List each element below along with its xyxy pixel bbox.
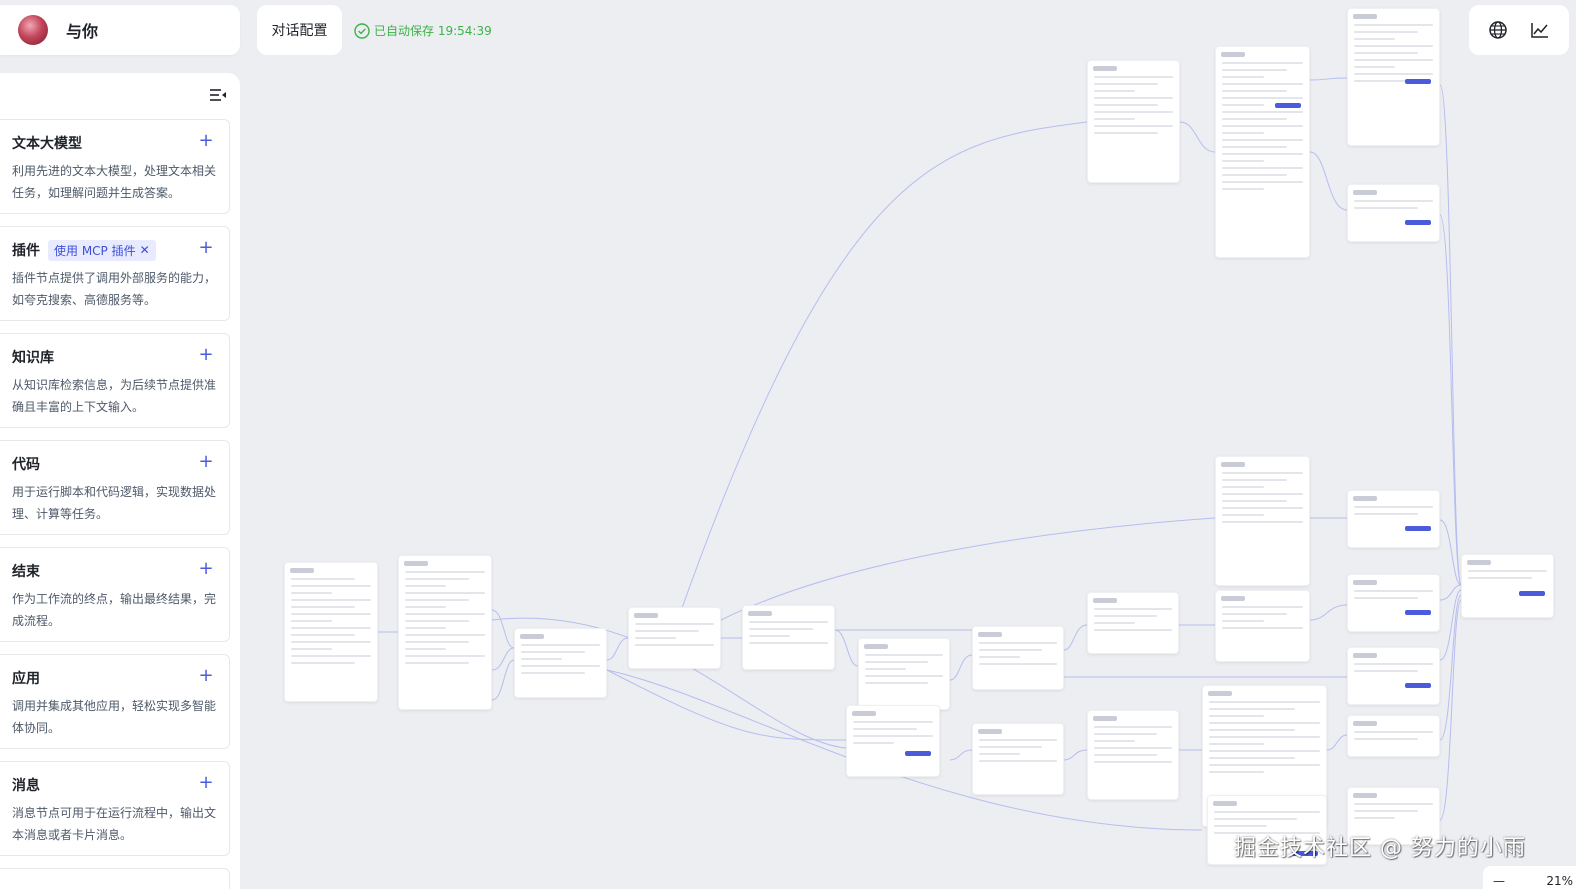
save-status: 已自动保存 19:54:39 bbox=[354, 22, 492, 39]
app-header: 与你 bbox=[0, 5, 240, 55]
watermark: 掘金技术社区 @ 努力的小雨 bbox=[1234, 836, 1526, 861]
zoom-level[interactable]: 21% bbox=[1546, 874, 1573, 888]
workflow-node-start[interactable] bbox=[284, 562, 378, 702]
add-icon[interactable]: + bbox=[198, 558, 214, 579]
workflow-node-message-4[interactable] bbox=[1347, 184, 1440, 242]
workflow-node-agent[interactable] bbox=[1215, 46, 1310, 258]
chart-icon[interactable] bbox=[1529, 19, 1551, 41]
workflow-node-llm-4[interactable] bbox=[1087, 60, 1180, 183]
app-avatar[interactable] bbox=[18, 15, 48, 45]
node-card-partial[interactable] bbox=[0, 868, 230, 889]
node-card-title: 插件 bbox=[12, 243, 40, 259]
workflow-canvas[interactable] bbox=[242, 8, 1576, 889]
node-card-message[interactable]: 消息 + 消息节点可用于在运行流程中，输出文本消息或者卡片消息。 bbox=[0, 761, 230, 856]
workflow-node-code-3[interactable] bbox=[1215, 590, 1310, 662]
node-card-end[interactable]: 结束 + 作为工作流的终点，输出最终结果，完成流程。 bbox=[0, 547, 230, 642]
node-card-title: 消息 bbox=[12, 778, 40, 794]
canvas-toolbar bbox=[1469, 5, 1569, 55]
node-card-desc: 消息节点可用于在运行流程中，输出文本消息或者卡片消息。 bbox=[12, 806, 217, 842]
node-card-desc: 用于运行脚本和代码逻辑，实现数据处理、计算等任务。 bbox=[12, 485, 217, 521]
workflow-node-llm-1[interactable] bbox=[628, 607, 721, 669]
save-status-text: 已自动保存 19:54:39 bbox=[374, 24, 492, 38]
mcp-plugin-tag[interactable]: 使用 MCP 插件 ✕ bbox=[48, 239, 156, 261]
zoom-out-button[interactable]: — bbox=[1493, 874, 1505, 888]
add-icon[interactable]: + bbox=[198, 344, 214, 365]
node-card-title: 代码 bbox=[12, 457, 40, 473]
node-card-desc: 插件节点提供了调用外部服务的能力，如夸克搜索、高德服务等。 bbox=[12, 271, 217, 307]
app-name: 与你 bbox=[66, 22, 99, 41]
node-card-llm[interactable]: 文本大模型 + 利用先进的文本大模型，处理文本相关任务，如理解问题并生成答案。 bbox=[0, 119, 230, 214]
workflow-node-knowledge[interactable] bbox=[514, 628, 607, 698]
node-card-code[interactable]: 代码 + 用于运行脚本和代码逻辑，实现数据处理、计算等任务。 bbox=[0, 440, 230, 535]
node-card-title: 文本大模型 bbox=[12, 136, 82, 152]
add-icon[interactable]: + bbox=[198, 237, 214, 258]
node-card-title: 应用 bbox=[12, 671, 40, 687]
workflow-node-code-2[interactable] bbox=[972, 723, 1064, 795]
workflow-node-image-gen[interactable] bbox=[1215, 456, 1310, 586]
workflow-node-plugin-2[interactable] bbox=[1087, 710, 1179, 800]
add-icon[interactable]: + bbox=[198, 130, 214, 151]
collapse-panel-icon[interactable] bbox=[208, 85, 228, 105]
add-icon[interactable]: + bbox=[198, 451, 214, 472]
workflow-node-message-5[interactable] bbox=[1347, 490, 1440, 548]
node-card-desc: 调用并集成其他应用，轻松实现多智能体协同。 bbox=[12, 699, 217, 735]
workflow-node-llm-2[interactable] bbox=[742, 605, 835, 670]
node-card-desc: 作为工作流的终点，输出最终结果，完成流程。 bbox=[12, 592, 217, 628]
node-card-desc: 利用先进的文本大模型，处理文本相关任务，如理解问题并生成答案。 bbox=[12, 164, 217, 200]
workflow-node-llm-3[interactable] bbox=[1087, 592, 1179, 654]
node-card-plugin[interactable]: 插件 使用 MCP 插件 ✕ + 插件节点提供了调用外部服务的能力，如夸克搜索、… bbox=[0, 226, 230, 321]
globe-icon[interactable] bbox=[1487, 19, 1509, 41]
workflow-node-end[interactable] bbox=[1461, 554, 1554, 618]
workflow-node-message-7[interactable] bbox=[1347, 647, 1440, 705]
node-card-app[interactable]: 应用 + 调用并集成其他应用，轻松实现多智能体协同。 bbox=[0, 654, 230, 749]
node-card-title: 结束 bbox=[12, 564, 40, 580]
workflow-node-plugin-1[interactable] bbox=[858, 638, 950, 710]
close-icon[interactable]: ✕ bbox=[139, 243, 150, 257]
add-icon[interactable]: + bbox=[198, 772, 214, 793]
dialog-config-button[interactable]: 对话配置 bbox=[257, 5, 342, 55]
workflow-node-code-1[interactable] bbox=[972, 626, 1064, 690]
workflow-node-branch[interactable] bbox=[398, 555, 492, 710]
check-circle-icon bbox=[354, 22, 370, 39]
node-card-knowledge[interactable]: 知识库 + 从知识库检索信息，为后续节点提供准确且丰富的上下文输入。 bbox=[0, 333, 230, 428]
workflow-node-message-8[interactable] bbox=[1347, 715, 1440, 757]
workflow-node-message-9[interactable] bbox=[1347, 787, 1440, 845]
node-panel: 文本大模型 + 利用先进的文本大模型，处理文本相关任务，如理解问题并生成答案。 … bbox=[0, 73, 240, 889]
zoom-control: — 21% bbox=[1483, 866, 1576, 889]
mcp-plugin-tag-label: 使用 MCP 插件 bbox=[54, 243, 136, 258]
add-icon[interactable]: + bbox=[198, 665, 214, 686]
node-card-desc: 从知识库检索信息，为后续节点提供准确且丰富的上下文输入。 bbox=[12, 378, 217, 414]
workflow-node-message-1[interactable] bbox=[846, 705, 940, 777]
workflow-node-message-3[interactable] bbox=[1347, 8, 1440, 146]
workflow-node-message-2[interactable] bbox=[1207, 795, 1327, 865]
workflow-node-message-6[interactable] bbox=[1347, 574, 1440, 632]
node-card-title: 知识库 bbox=[12, 350, 54, 366]
